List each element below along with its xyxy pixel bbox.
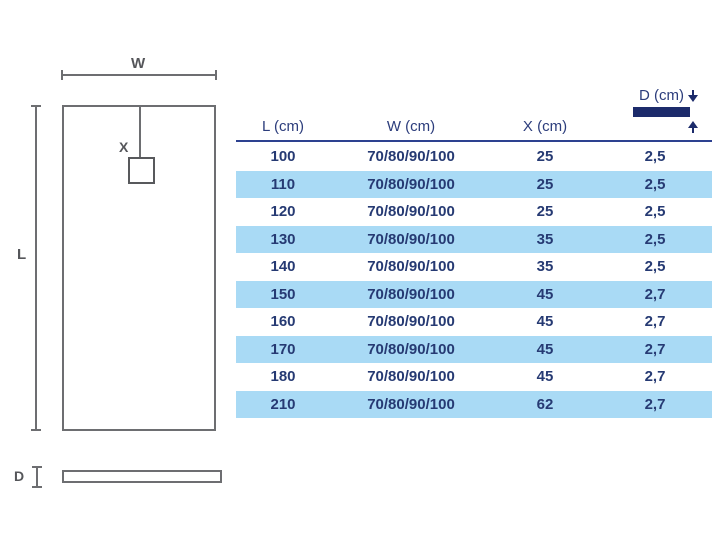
cell-x: 35 <box>536 258 554 276</box>
table-row: 160 70/80/90/100 45 2,7 <box>236 308 712 336</box>
column-header-l: L (cm) <box>262 117 304 135</box>
cell-x: 25 <box>536 148 554 166</box>
cell-l: 100 <box>270 148 296 166</box>
cell-x: 45 <box>536 340 554 358</box>
table-row: 150 70/80/90/100 45 2,7 <box>236 280 712 308</box>
table-row: 210 70/80/90/100 62 2,7 <box>236 390 712 418</box>
cell-w: 70/80/90/100 <box>367 368 455 386</box>
table-row: 170 70/80/90/100 45 2,7 <box>236 335 712 363</box>
arrow-up-icon <box>688 121 698 133</box>
cell-d: 2,7 <box>644 313 666 331</box>
tray-side-view-outline <box>62 470 222 483</box>
cell-x: 62 <box>536 395 554 413</box>
cell-x: 45 <box>536 285 554 303</box>
cell-d: 2,7 <box>644 340 666 358</box>
table-row: 130 70/80/90/100 35 2,5 <box>236 225 712 253</box>
depth-dimension-label: D <box>14 468 25 484</box>
cell-w: 70/80/90/100 <box>367 313 455 331</box>
depth-header-top: D (cm) <box>630 87 698 104</box>
length-dimension-tick-bottom <box>31 429 41 431</box>
column-header-w: W (cm) <box>386 117 436 135</box>
cell-l: 110 <box>270 175 296 193</box>
cell-w: 70/80/90/100 <box>367 148 455 166</box>
cell-l: 170 <box>270 340 296 358</box>
table-body: 100 70/80/90/100 25 2,5 110 70/80/90/100… <box>236 143 712 418</box>
depth-dimension-tick-top <box>32 466 42 468</box>
arrow-down-icon <box>688 89 698 102</box>
dimension-table: L (cm) W (cm) X (cm) D (cm) 100 70/80/90… <box>236 85 712 425</box>
table-row: 100 70/80/90/100 25 2,5 <box>236 143 712 171</box>
cell-d: 2,5 <box>644 148 666 166</box>
cell-x: 45 <box>536 368 554 386</box>
cell-l: 160 <box>270 313 296 331</box>
cell-d: 2,5 <box>644 230 666 248</box>
length-dimension-line <box>35 105 37 431</box>
table-header-underline <box>236 140 712 142</box>
table-row: 120 70/80/90/100 25 2,5 <box>236 198 712 226</box>
cell-w: 70/80/90/100 <box>367 175 455 193</box>
cell-d: 2,7 <box>644 395 666 413</box>
drain-square <box>128 157 155 184</box>
cell-l: 180 <box>270 368 296 386</box>
drain-offset-line <box>139 107 141 170</box>
cell-d: 2,7 <box>644 368 666 386</box>
cell-l: 120 <box>270 203 296 221</box>
cell-x: 25 <box>536 175 554 193</box>
cell-d: 2,5 <box>644 258 666 276</box>
cell-x: 25 <box>536 203 554 221</box>
width-dimension-tick-right <box>215 70 217 80</box>
cell-l: 150 <box>270 285 296 303</box>
cell-l: 210 <box>270 395 296 413</box>
cell-d: 2,5 <box>644 203 666 221</box>
depth-dimension-line <box>36 467 38 487</box>
depth-header-bottom <box>630 121 698 133</box>
cell-w: 70/80/90/100 <box>367 203 455 221</box>
cell-w: 70/80/90/100 <box>367 340 455 358</box>
cell-l: 130 <box>270 230 296 248</box>
depth-bar-icon <box>633 107 690 117</box>
depth-header-group: D (cm) <box>630 87 698 133</box>
column-header-d: D (cm) <box>639 87 684 104</box>
drain-offset-label: X <box>119 139 129 155</box>
length-dimension-tick-top <box>31 105 41 107</box>
cell-d: 2,5 <box>644 175 666 193</box>
column-header-x: X (cm) <box>522 117 568 135</box>
cell-x: 35 <box>536 230 554 248</box>
cell-w: 70/80/90/100 <box>367 258 455 276</box>
cell-d: 2,7 <box>644 285 666 303</box>
table-row: 110 70/80/90/100 25 2,5 <box>236 170 712 198</box>
length-dimension-label: L <box>17 246 27 263</box>
width-dimension-label: W <box>131 55 146 72</box>
cell-w: 70/80/90/100 <box>367 230 455 248</box>
cell-l: 140 <box>270 258 296 276</box>
depth-dimension-tick-bottom <box>32 486 42 488</box>
cell-w: 70/80/90/100 <box>367 395 455 413</box>
table-row: 180 70/80/90/100 45 2,7 <box>236 363 712 391</box>
cell-x: 45 <box>536 313 554 331</box>
width-dimension-tick-left <box>61 70 63 80</box>
cell-w: 70/80/90/100 <box>367 285 455 303</box>
table-row: 140 70/80/90/100 35 2,5 <box>236 253 712 281</box>
tray-dimension-diagram: W L X D <box>0 0 236 540</box>
table-header-row: L (cm) W (cm) X (cm) <box>236 111 712 141</box>
width-dimension-line <box>62 74 217 76</box>
